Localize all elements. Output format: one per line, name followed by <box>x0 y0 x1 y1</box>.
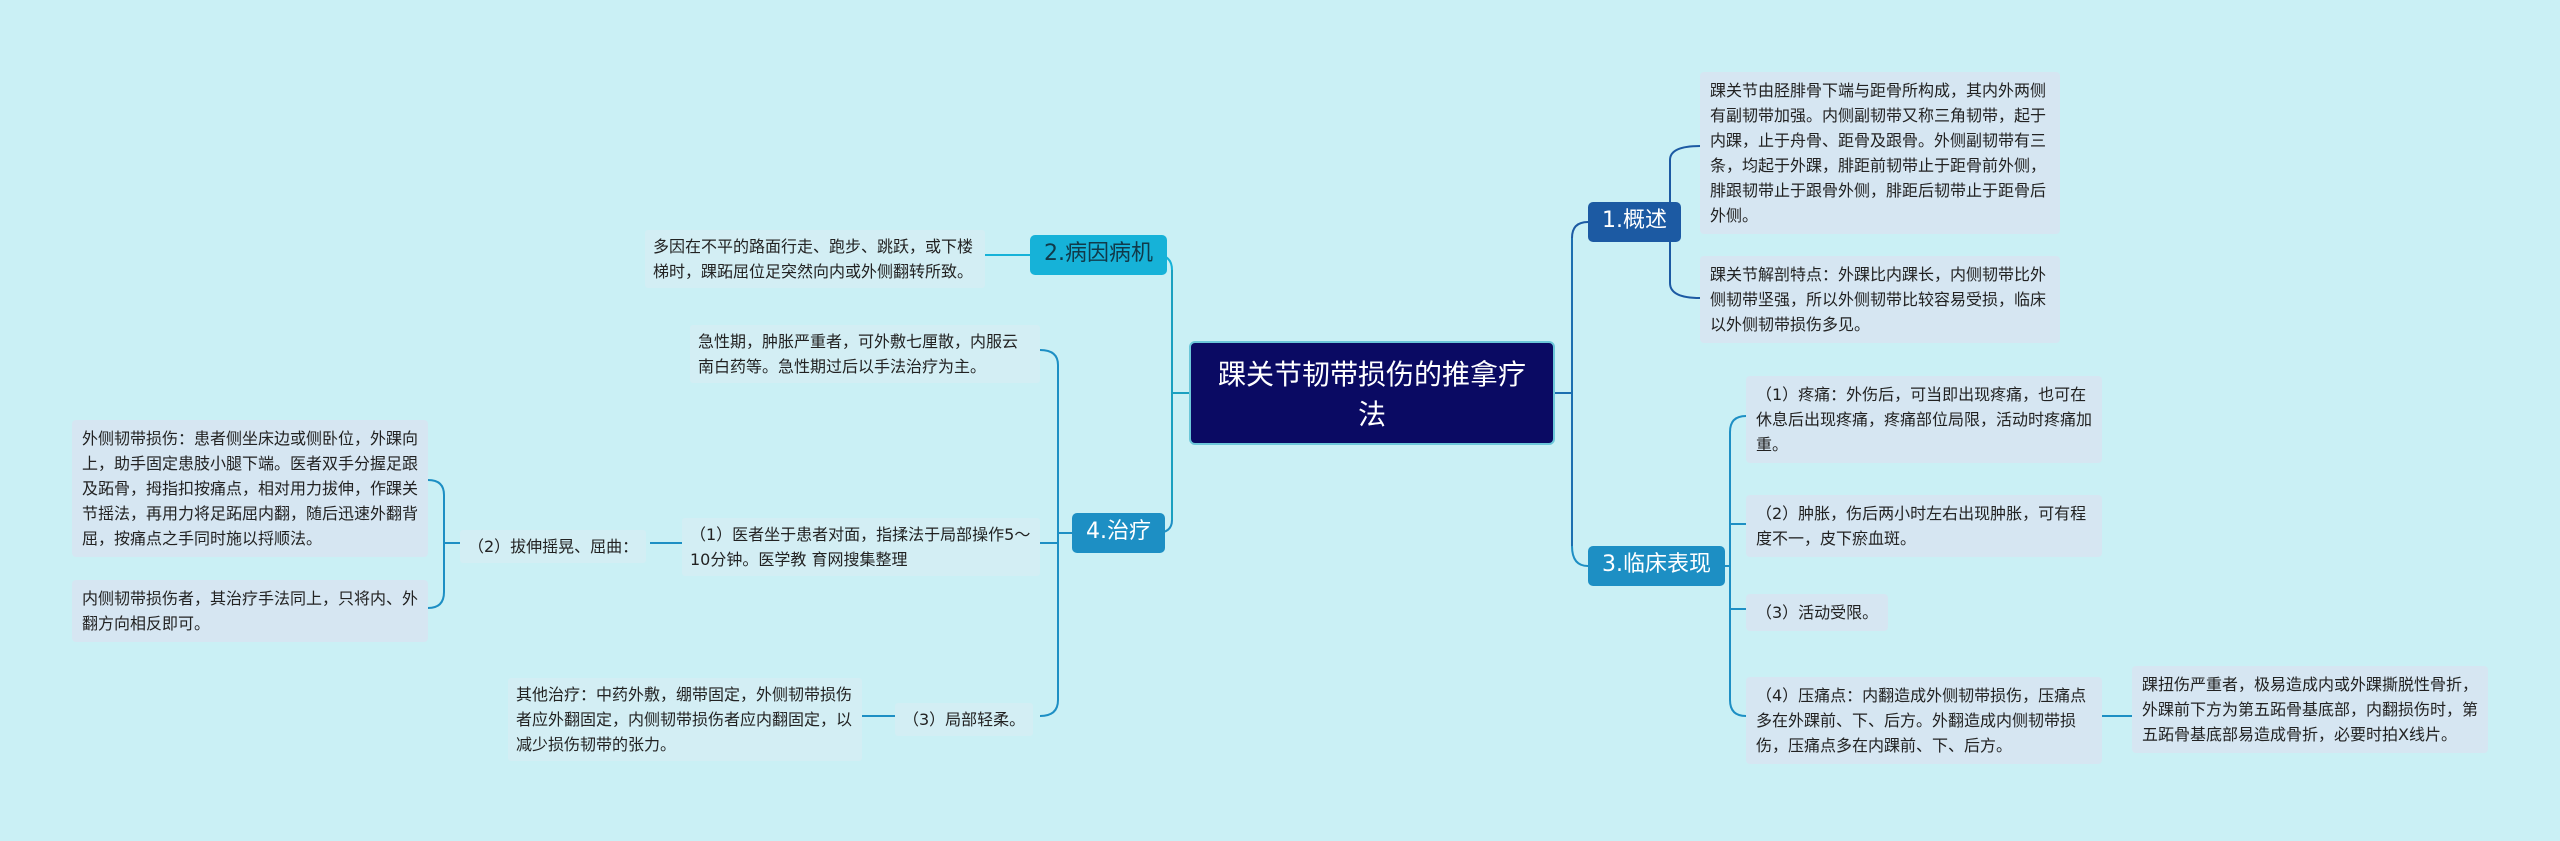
link-clinical-4 <box>1729 699 1747 717</box>
link-overview-1 <box>1669 145 1701 161</box>
branch-clinical[interactable]: 3.临床表现 <box>1588 546 1725 586</box>
treatment-step-1: （1）医者坐于患者对面，指揉法于局部操作5～10分钟。医学教 育网搜集整理 <box>682 518 1040 576</box>
clinical-item-4: （4）压痛点：内翻造成外侧韧带损伤，压痛点多在外踝前、下、后方。外翻造成内侧韧带… <box>1746 677 2102 764</box>
link-clinical-1 <box>1729 415 1747 433</box>
clinical-item-2: （2）肿胀，伤后两小时左右出现肿胀，可有程度不一，皮下瘀血斑。 <box>1746 495 2102 557</box>
cause-item-1: 多因在不平的路面行走、跑步、跳跃，或下楼梯时，踝跖屈位足突然向内或外侧翻转所致。 <box>645 230 985 288</box>
clinical-note: 踝扭伤严重者，极易造成内或外踝撕脱性骨折，外踝前下方为第五跖骨基底部，内翻损伤时… <box>2132 666 2488 753</box>
clinical-item-1: （1）疼痛：外伤后，可当即出现疼痛，也可在休息后出现疼痛，疼痛部位局限，活动时疼… <box>1746 376 2102 463</box>
step2-item-2: 内侧韧带损伤者，其治疗手法同上，只将内、外翻方向相反即可。 <box>72 580 428 642</box>
link-overview-2 <box>1669 282 1701 299</box>
treatment-step-3: （3）局部轻柔。 <box>895 703 1034 736</box>
root-topic[interactable]: 踝关节韧带损伤的推拿疗法 <box>1189 341 1555 445</box>
link-step2-b <box>427 591 445 609</box>
link-to-overview <box>1571 221 1589 239</box>
overview-item-2: 踝关节解剖特点：外踝比内踝长，内侧韧带比外侧韧带坚强，所以外侧韧带比较容易受损，… <box>1700 256 2060 343</box>
link-treat-step3 <box>1039 699 1059 717</box>
branch-treatment[interactable]: 4.治疗 <box>1072 513 1165 553</box>
overview-item-1: 踝关节由胫腓骨下端与距骨所构成，其内外两侧有副韧带加强。内侧副韧带又称三角韧带，… <box>1700 72 2060 234</box>
branch-overview[interactable]: 1.概述 <box>1588 202 1681 242</box>
link-to-clinical <box>1571 545 1589 567</box>
treatment-step-2: （2）拔伸摇晃、屈曲： <box>460 530 647 563</box>
clinical-item-3: （3）活动受限。 <box>1746 594 1889 631</box>
treatment-other: 其他治疗：中药外敷，绷带固定，外侧韧带损伤者应外翻固定，内侧韧带损伤者应内翻固定… <box>508 678 862 761</box>
link-step2-a <box>427 479 445 496</box>
branch-cause[interactable]: 2.病因病机 <box>1030 235 1167 275</box>
step2-item-1: 外侧韧带损伤：患者侧坐床边或侧卧位，外踝向上，助手固定患肢小腿下端。医者双手分握… <box>72 420 428 557</box>
treatment-acute: 急性期，肿胀严重者，可外敷七厘散，内服云南白药等。急性期过后以手法治疗为主。 <box>690 325 1040 383</box>
link-treat-acute <box>1039 349 1059 366</box>
